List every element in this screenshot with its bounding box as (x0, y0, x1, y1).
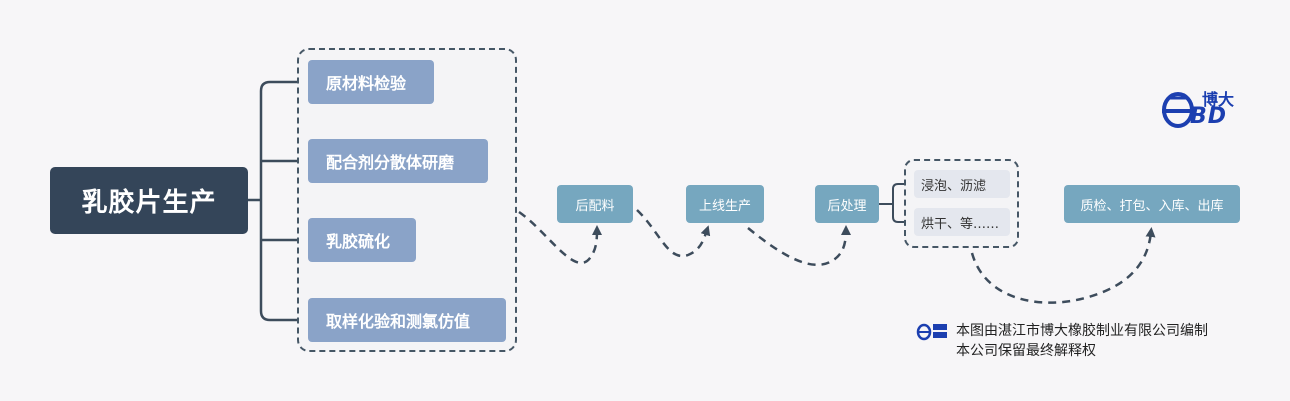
post-process-leaf-2: 烘干、等…… (914, 208, 1010, 236)
step-label: 上线生产 (698, 198, 751, 214)
logo-icon (1162, 92, 1194, 128)
branch-label: 原材料检验 (326, 74, 407, 93)
branch-label: 配合剂分散体研磨 (326, 153, 455, 172)
branch-node-4: 取样化验和测氯仿值 (308, 298, 506, 342)
step-label: 后处理 (827, 198, 867, 214)
branch-label: 乳胶硫化 (326, 232, 391, 251)
root-node: 乳胶片生产 (50, 167, 248, 234)
note-line-2: 本公司保留最终解释权 (956, 343, 1096, 359)
note-line-1: 本图由湛江市博大橡胶制业有限公司编制 (956, 323, 1208, 339)
footer-note: 本图由湛江市博大橡胶制业有限公司编制 本公司保留最终解释权 (956, 321, 1276, 361)
arrow-step-2-to-step-3 (747, 225, 851, 267)
flow-arrows (518, 209, 1156, 304)
post-process-leaf-1: 浸泡、沥滤 (914, 170, 1010, 198)
arrow-step-1-to-step-2 (636, 209, 711, 258)
step-node-3: 后处理 (815, 185, 879, 223)
note-logo (916, 320, 950, 342)
branch-node-1: 原材料检验 (308, 60, 434, 104)
leaf-label: 浸泡、沥滤 (921, 178, 987, 194)
final-step-node: 质检、打包、入库、出库 (1064, 185, 1240, 223)
final-step-label: 质检、打包、入库、出库 (1080, 198, 1224, 214)
logo-brand: 博大 (1202, 90, 1235, 109)
logo-letters: BD (1190, 104, 1228, 129)
leaf-label: 烘干、等…… (921, 216, 1000, 232)
logo-small-icon (916, 323, 947, 341)
step-node-1: 后配料 (557, 185, 633, 223)
step-node-2: 上线生产 (686, 185, 764, 223)
branch-label: 取样化验和测氯仿值 (326, 312, 471, 331)
branch-node-3: 乳胶硫化 (308, 218, 416, 262)
arrow-group-to-step-1 (518, 210, 602, 265)
post-process-connectors (879, 183, 914, 223)
root-label: 乳胶片生产 (81, 188, 217, 218)
branch-node-2: 配合剂分散体研磨 (308, 139, 488, 183)
company-logo: 博大 BD (1160, 84, 1240, 132)
step-label: 后配料 (575, 198, 615, 214)
